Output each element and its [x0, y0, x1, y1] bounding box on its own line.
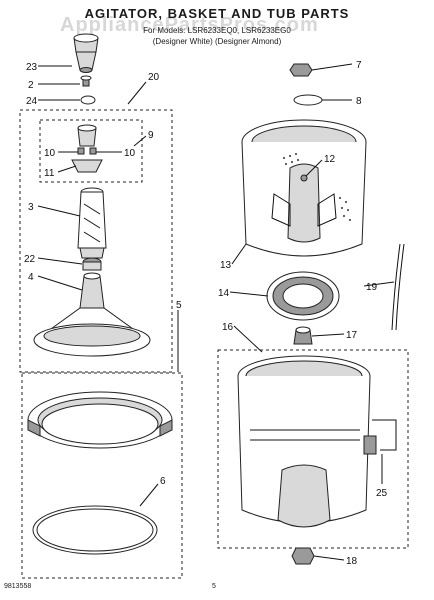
callout-24: 24	[26, 96, 38, 107]
callout-25: 25	[376, 488, 388, 499]
part-12-basket	[241, 119, 367, 257]
callout-7: 7	[356, 60, 362, 71]
callout-labels: 23 2 24 20 9 10 10 11 3 22 4 5 6 7 8 12 …	[24, 60, 388, 567]
callout-22: 22	[24, 254, 36, 265]
part-3-agitator-barrel	[77, 187, 107, 259]
callout-18: 18	[346, 556, 358, 567]
callout-4: 4	[28, 272, 34, 283]
part-14-clutch-ring	[266, 271, 340, 321]
part-25-fitting	[363, 435, 377, 455]
part-6-gasket	[32, 505, 158, 555]
model-line-1: For Models: LSR6233EQ0, LSR6233EG0	[143, 26, 291, 35]
part-16-outer-tub	[237, 355, 371, 528]
callout-3: 3	[28, 202, 34, 213]
assembly-box-9	[39, 119, 143, 183]
part-4-agitator-base	[33, 272, 151, 357]
callout-13: 13	[220, 260, 232, 271]
part-9-cam-assembly	[71, 124, 103, 173]
watermark-text: AppliancePartsPros.com	[60, 14, 319, 36]
part-22-coupler	[82, 257, 102, 271]
part-17-spanner-nut	[293, 326, 313, 345]
callout-6: 6	[160, 476, 166, 487]
callout-23: 23	[26, 62, 38, 73]
callout-10-right: 10	[124, 148, 136, 159]
callout-5: 5	[176, 300, 182, 311]
callout-8: 8	[356, 96, 362, 107]
part-7-nut	[289, 63, 313, 77]
part-8-washer	[293, 94, 323, 106]
part-18-nut	[291, 547, 315, 565]
assembly-box-16	[217, 349, 409, 549]
footer-code: 9813558	[4, 583, 32, 590]
part-5-tub-ring	[27, 391, 173, 449]
callout-16: 16	[222, 322, 234, 333]
assembly-box-20	[19, 109, 173, 373]
model-line-2: (Designer White) (Designer Almond)	[152, 37, 282, 46]
callout-14: 14	[218, 288, 230, 299]
callout-9: 9	[148, 130, 154, 141]
callout-2: 2	[28, 80, 34, 91]
part-23-dispenser	[73, 33, 99, 73]
callout-10-left: 10	[44, 148, 56, 159]
footer-page-number: 5	[212, 583, 216, 590]
part-2-bolt	[80, 75, 92, 87]
part-19-hose	[395, 243, 405, 331]
callout-11: 11	[44, 168, 55, 179]
leader-lines	[37, 63, 395, 561]
callout-20: 20	[148, 72, 160, 83]
callout-19: 19	[366, 282, 378, 293]
part-25-tube	[372, 419, 397, 451]
callout-17: 17	[346, 330, 358, 341]
diagram-title: AGITATOR, BASKET AND TUB PARTS	[84, 6, 350, 21]
assembly-box-5	[21, 372, 183, 579]
part-24-ring	[80, 95, 96, 105]
callout-12: 12	[324, 154, 336, 165]
part-19-hose-edge	[391, 243, 401, 331]
